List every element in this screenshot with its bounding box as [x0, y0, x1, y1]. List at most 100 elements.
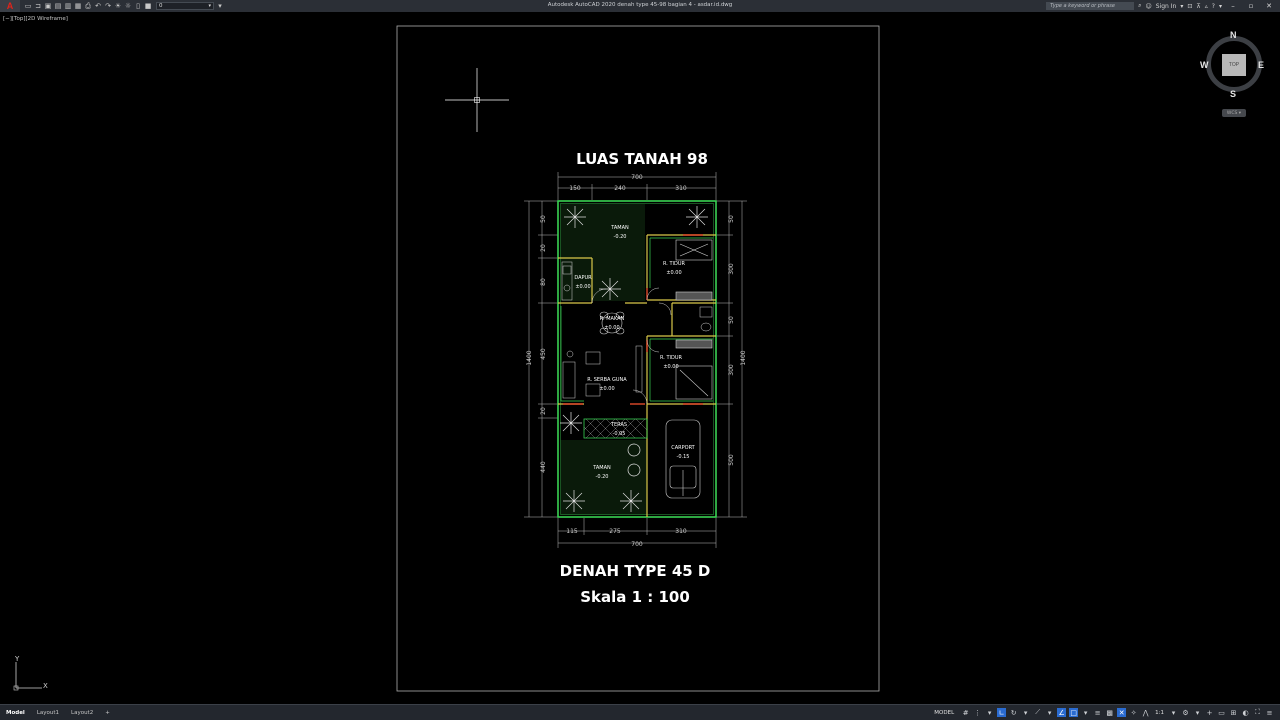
ucs-icon: Y X	[13, 655, 48, 691]
room-label-bedroom-2: R. TIDUR	[660, 355, 683, 361]
open-web-icon[interactable]: ▥	[64, 2, 72, 10]
room-level-taman-back: -0.20	[596, 474, 609, 480]
dim-top-total: 700	[631, 174, 643, 181]
close-icon[interactable]: ✕	[1266, 2, 1272, 10]
layer-color-icon[interactable]: ■	[144, 2, 152, 10]
dim-top-seg-3: 310	[675, 185, 687, 192]
help-icon[interactable]: ?	[1211, 2, 1215, 10]
sign-in-chevron-icon[interactable]: ▾	[1180, 2, 1184, 10]
help-chevron-icon[interactable]: ▾	[1218, 2, 1222, 10]
polar-icon[interactable]: ↻	[1010, 708, 1017, 717]
viewcube[interactable]: N S E W TOP WCS ▾	[1200, 30, 1268, 122]
exchange-icon[interactable]: ⊼	[1196, 2, 1201, 10]
annotation-scale-value[interactable]: 1:1	[1155, 709, 1164, 716]
redo-icon[interactable]: ↷	[105, 2, 111, 10]
workspace-chevron-icon[interactable]: ▾	[1195, 708, 1200, 717]
compass-south[interactable]: S	[1230, 89, 1237, 99]
floor-plan: TAMAN -0.20 R. TIDUR ±0.00 DAPUR ±0.00 R…	[557, 200, 717, 518]
snap-icon[interactable]: ⋮	[974, 708, 982, 717]
room-level-carport: -0.15	[677, 454, 690, 460]
application-menu-button[interactable]: A	[0, 0, 20, 12]
layer-freeze-icon[interactable]: ☼	[124, 2, 132, 10]
save-as-icon[interactable]: ▤	[54, 2, 62, 10]
annotation-visibility-icon[interactable]: ✕	[1117, 708, 1127, 717]
cart-icon[interactable]: ⊡	[1187, 2, 1193, 10]
quick-properties-icon[interactable]: ⊞	[1230, 708, 1237, 717]
annotation-monitor-icon[interactable]: +	[1206, 708, 1213, 717]
new-file-icon[interactable]: ▭	[24, 2, 32, 10]
layer-bulb-icon[interactable]: ☀	[114, 2, 122, 10]
object-snap-chevron-icon[interactable]: ▾	[1083, 708, 1088, 717]
room-level-bedroom-1: ±0.00	[666, 270, 681, 276]
room-label-taman-back: TAMAN	[592, 465, 611, 471]
maximize-icon[interactable]: ▫	[1248, 2, 1254, 10]
undo-icon[interactable]: ↶	[95, 2, 101, 10]
workspace-gear-icon[interactable]: ⚙	[1182, 708, 1189, 717]
annotation-scale-icon[interactable]: ⋀	[1142, 708, 1149, 717]
dim-left-seg-1: 50	[540, 215, 547, 223]
save-icon[interactable]: ▣	[44, 2, 52, 10]
auto-scale-icon[interactable]: ✧	[1130, 708, 1137, 717]
compass-east[interactable]: E	[1258, 60, 1265, 70]
room-label-taman-front: TAMAN	[610, 225, 629, 231]
search-icon[interactable]: ⌕	[1138, 2, 1142, 9]
isodraft-chevron-icon[interactable]: ▾	[1047, 708, 1052, 717]
dim-bottom-seg-3: 310	[675, 528, 687, 535]
dimension-left	[524, 200, 558, 518]
viewcube-top-face[interactable]: TOP	[1222, 54, 1246, 76]
viewcube-compass-ring[interactable]	[1206, 36, 1262, 92]
a360-icon[interactable]: ▵	[1204, 2, 1208, 10]
customize-qat-icon[interactable]: ▾	[218, 2, 222, 10]
title-bar: A ▭ ⊐ ▣ ▤ ▥ ▦ ⎙ ↶ ↷ ☀ ☼ ▯ ■ 0 ▾ ▾ Autode…	[0, 0, 1280, 12]
window-title: Autodesk AutoCAD 2020 denah type 45-98 b…	[547, 2, 733, 8]
room-level-teras: -0.05	[613, 431, 626, 437]
minimize-icon[interactable]: –	[1231, 2, 1235, 10]
teras-hatch	[583, 418, 648, 439]
dim-bottom-seg-2: 275	[609, 528, 621, 535]
crosshair-cursor-icon	[445, 68, 509, 132]
compass-west[interactable]: W	[1200, 60, 1209, 70]
customization-icon[interactable]: ≡	[1266, 708, 1273, 717]
dim-bottom-total: 700	[631, 541, 643, 548]
room-label-dapur: DAPUR	[574, 275, 592, 281]
tab-layout2[interactable]: Layout2	[71, 709, 94, 716]
dim-right-total: 1400	[740, 350, 747, 365]
plan-scale: Skala 1 : 100	[580, 588, 690, 606]
add-layout-button[interactable]: +	[105, 709, 110, 716]
layer-dropdown[interactable]: 0 ▾	[156, 2, 214, 10]
isodraft-icon[interactable]: ⟋	[1035, 708, 1041, 716]
clean-screen-icon[interactable]: ⛶	[1255, 708, 1260, 716]
transparency-icon[interactable]: ▩	[1106, 708, 1113, 717]
wcs-menu[interactable]: WCS ▾	[1222, 109, 1246, 117]
dim-left-seg-2: 20	[540, 244, 547, 252]
object-snap-icon[interactable]: □	[1069, 708, 1079, 717]
open-file-icon[interactable]: ⊐	[35, 2, 41, 10]
dimension-right	[716, 200, 747, 518]
room-level-dapur: ±0.00	[575, 284, 590, 290]
paper-border	[396, 25, 880, 692]
search-input[interactable]	[1046, 2, 1135, 10]
object-snap-tracking-icon[interactable]: ∠	[1057, 708, 1067, 717]
grid-icon[interactable]: #	[962, 708, 969, 717]
annotation-scale-chevron-icon[interactable]: ▾	[1171, 708, 1176, 717]
plot-icon[interactable]: ⎙	[85, 1, 91, 10]
units-icon[interactable]: ▭	[1218, 708, 1225, 717]
isolate-objects-icon[interactable]: ◐	[1242, 708, 1249, 717]
save-web-icon[interactable]: ▦	[74, 2, 82, 10]
ortho-icon[interactable]: ∟	[997, 708, 1007, 717]
lineweight-icon[interactable]: ≡	[1094, 708, 1101, 717]
tab-model[interactable]: Model	[6, 709, 25, 716]
dim-left-seg-5: 20	[540, 407, 547, 415]
sign-in-link[interactable]: Sign In	[1155, 2, 1177, 10]
dim-top-seg-1: 150	[569, 185, 581, 192]
polar-chevron-icon[interactable]: ▾	[1023, 708, 1028, 717]
tab-layout1[interactable]: Layout1	[36, 709, 60, 716]
model-space-toggle[interactable]: MODEL	[934, 709, 955, 716]
compass-north[interactable]: N	[1230, 30, 1237, 40]
snap-menu-chevron-icon[interactable]: ▾	[987, 708, 992, 717]
dim-bottom-seg-1: 115	[566, 528, 578, 535]
drawing-canvas[interactable]: LUAS TANAH 98 DENAH TYPE 45 D Skala 1 : …	[0, 12, 1280, 704]
viewport-controls[interactable]: [−][Top][2D Wireframe]	[3, 16, 68, 22]
layer-lock-icon[interactable]: ▯	[136, 2, 140, 10]
